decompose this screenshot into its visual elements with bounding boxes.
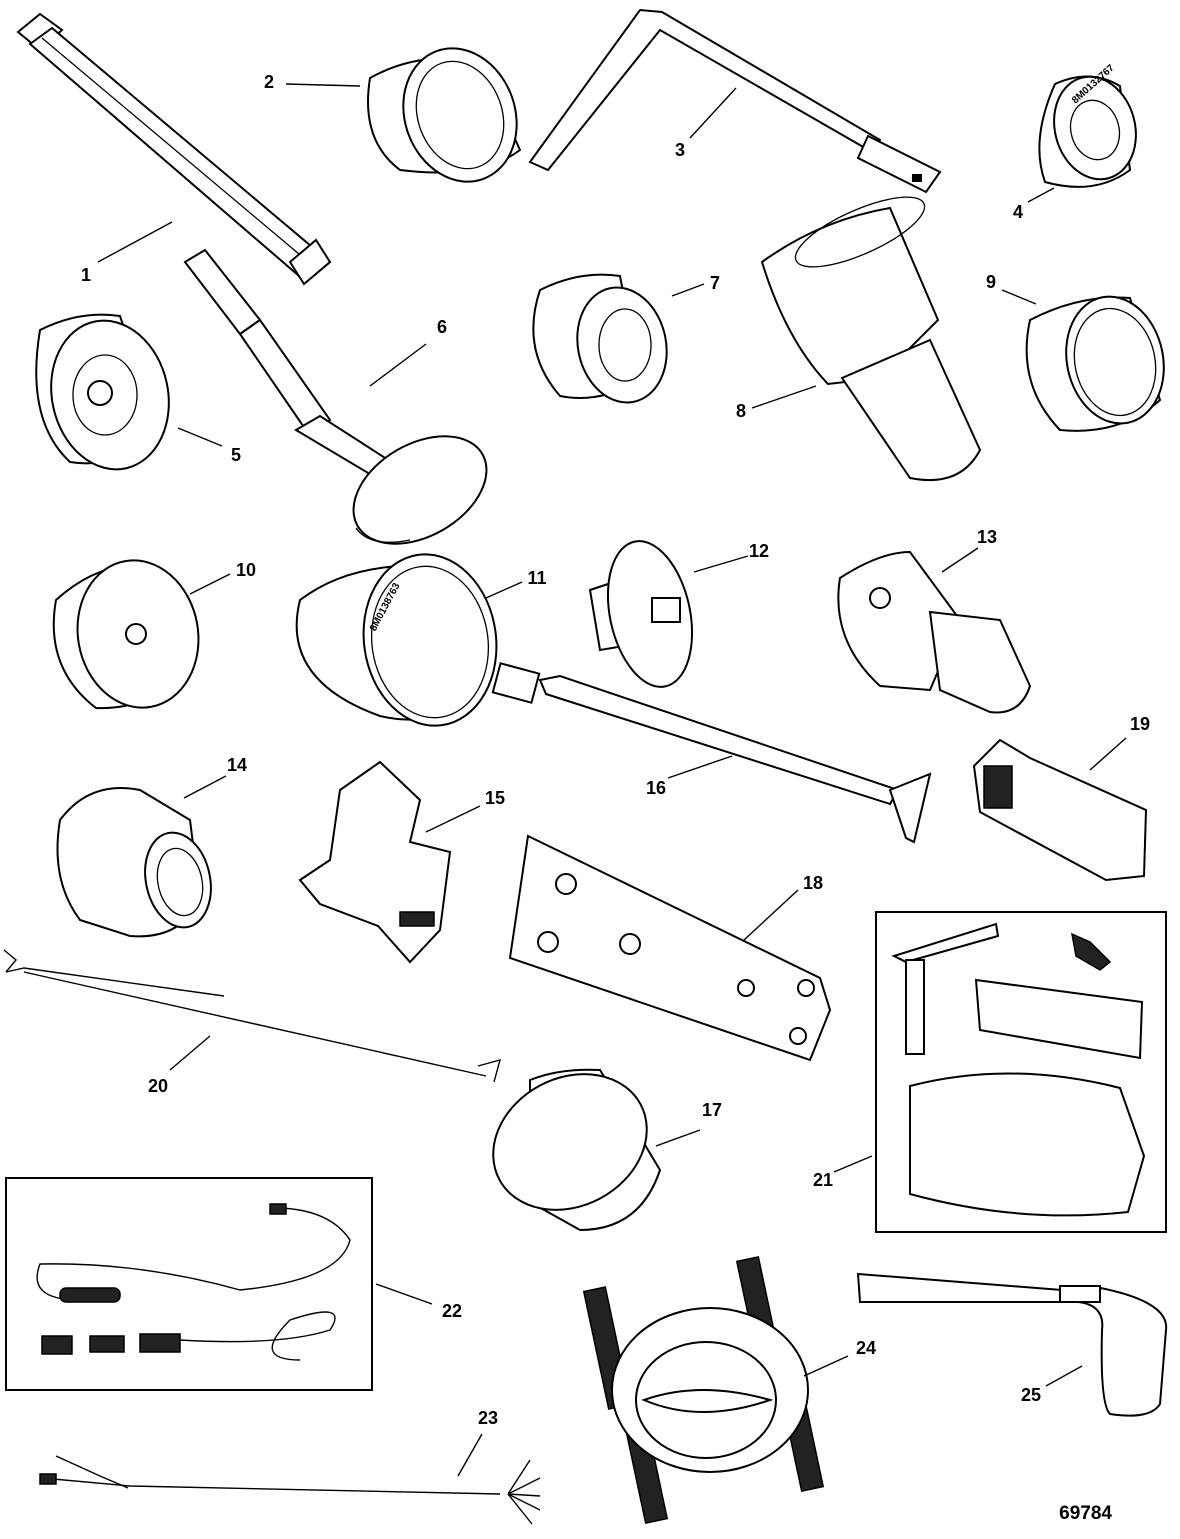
tool-1-long-rod <box>16 12 332 286</box>
tool-17-cap-driver <box>492 1068 662 1232</box>
tool-24-bearing-splitter <box>582 1256 825 1524</box>
tool-23-harness <box>39 1455 541 1525</box>
callout-6: 6 <box>436 317 448 337</box>
callout-9: 9 <box>985 272 997 292</box>
tool-19-hex-socket <box>972 738 1148 882</box>
callout-20: 20 <box>147 1076 169 1096</box>
callout-24: 24 <box>855 1338 877 1358</box>
callout-18: 18 <box>802 873 824 893</box>
callout-16: 16 <box>645 778 667 798</box>
tool-7-nut-socket <box>532 273 668 404</box>
tool-22-diagnostic-cable-kit <box>5 1177 373 1391</box>
tool-10-driver-disc <box>52 559 200 710</box>
callout-leader-lines <box>97 83 1127 1477</box>
callout-25: 25 <box>1020 1385 1042 1405</box>
callout-21: 21 <box>812 1170 834 1190</box>
callout-7: 7 <box>709 273 721 293</box>
tool-20-cable <box>3 949 501 1083</box>
tool-4-ring <box>1038 75 1137 188</box>
callout-1: 1 <box>80 265 92 285</box>
callout-19: 19 <box>1129 714 1151 734</box>
tool-18-plate <box>508 834 832 1062</box>
callout-2: 2 <box>263 72 275 92</box>
callout-11: 11 <box>527 568 547 588</box>
callout-17: 17 <box>701 1100 723 1120</box>
tool-5-cup <box>35 313 170 471</box>
tool-14-knob <box>56 787 212 938</box>
tool-16-long-handle <box>491 662 932 844</box>
callout-14: 14 <box>226 755 248 775</box>
callout-13: 13 <box>976 527 998 547</box>
callout-12: 12 <box>748 541 770 561</box>
tool-8-large-driver <box>760 196 982 482</box>
callout-15: 15 <box>484 788 506 808</box>
callout-22: 22 <box>441 1301 463 1321</box>
tool-25-bent-handle <box>856 1272 1168 1417</box>
callout-5: 5 <box>230 445 242 465</box>
tool-9-ring <box>1025 295 1165 432</box>
callout-23: 23 <box>477 1408 499 1428</box>
callout-4: 4 <box>1012 202 1024 222</box>
tool-6-shaft-with-base <box>183 248 488 545</box>
tool-3-bent-bar <box>528 8 942 194</box>
callout-3: 3 <box>674 140 686 160</box>
tool-12-flange-adapter <box>588 540 694 688</box>
callout-10: 10 <box>235 560 257 580</box>
callout-8: 8 <box>735 401 747 421</box>
tool-11-sleeve <box>295 553 498 727</box>
tool-21-alignment-kit <box>875 911 1167 1233</box>
tool-13-stepped-driver <box>837 550 1032 714</box>
tool-15-holder <box>298 760 452 964</box>
figure-number: 69784 <box>1059 1503 1112 1524</box>
tool-2-sleeve <box>367 47 522 183</box>
